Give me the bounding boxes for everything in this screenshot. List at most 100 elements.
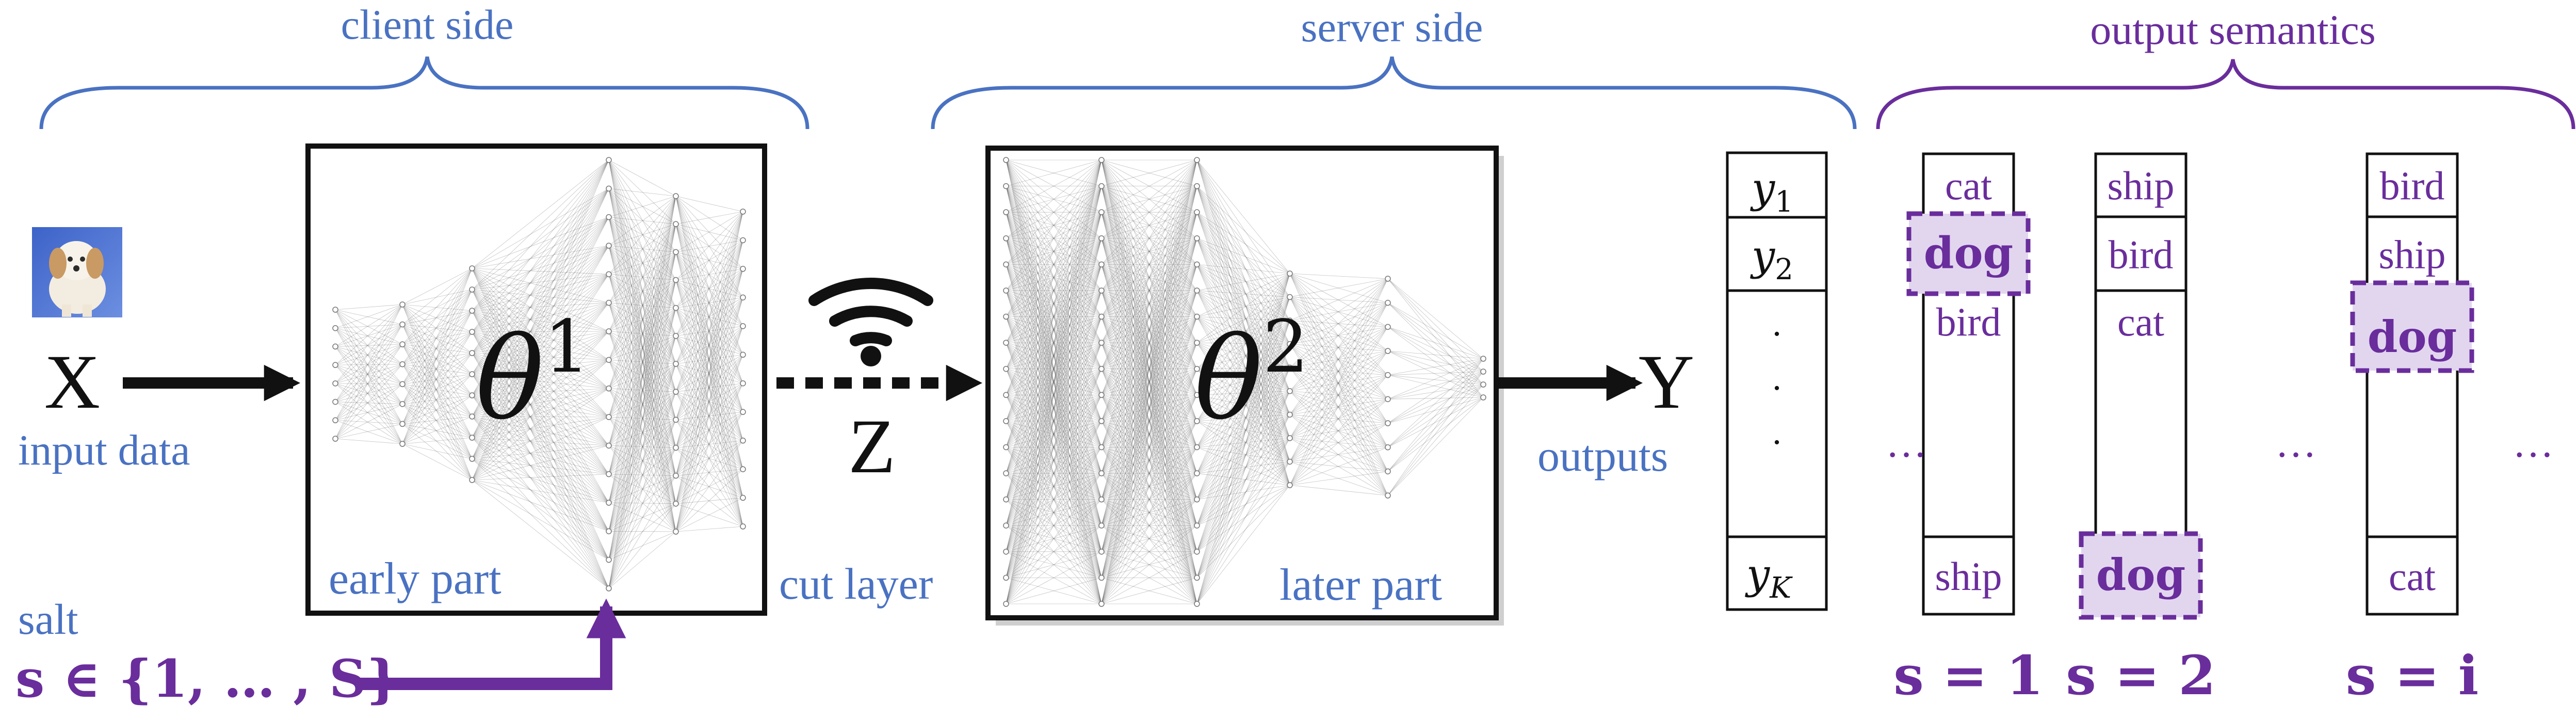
network-node [1003,444,1009,451]
network-edge [472,217,609,417]
network-edge [1006,264,1102,422]
network-edge [472,159,609,438]
network-edge [1006,395,1102,604]
transfer-symbol: Z [848,404,896,489]
network-edge [675,440,743,448]
network-edge [1101,369,1197,447]
network-edge [1101,212,1197,447]
network-edge [608,280,676,532]
network-edge [402,404,473,417]
network-edge [1006,369,1102,526]
network-edge [472,395,609,589]
network-edge [1196,369,1290,486]
network-node [1003,418,1009,424]
network-edge [1387,278,1484,359]
network-edge [472,331,609,589]
network-edge [1387,326,1484,372]
network-edge [1289,344,1388,472]
output-symbol: Y [1639,339,1694,425]
network-node [740,409,746,415]
network-edge [472,289,609,532]
network-edge [1006,159,1102,343]
network-edge [1196,212,1290,368]
network-edge [472,331,609,418]
network-edge [472,245,609,332]
network-edge [608,223,676,246]
network-edge [1006,473,1102,500]
network-edge [608,159,676,336]
network-edge [675,383,743,476]
network-edge [1289,344,1388,496]
network-edge [675,326,743,476]
network-edge [1101,159,1197,213]
network-edge [1101,473,1197,526]
network-edge [1101,525,1197,578]
network-edge [1387,397,1484,399]
network-edge [1101,238,1197,552]
network-edge [402,268,473,385]
network-edge [675,411,743,476]
network-node [673,361,679,367]
client-side-label: client side [341,1,514,48]
network-edge [675,211,743,280]
network-edge [608,445,676,532]
network-edge [608,417,676,420]
network-edge [1101,212,1197,317]
semantic-caption: s = 2 [2066,644,2215,707]
network-edge [472,302,609,375]
network-edge [1006,238,1102,291]
network-edge [1289,398,1388,439]
network-edge [1006,186,1102,474]
network-edge [1196,414,1290,422]
salt-arrow [356,598,626,690]
network-node [399,321,406,328]
network-edge [1289,326,1388,345]
network-edge [1196,320,1290,447]
network-edge [1196,212,1290,439]
network-edge [1006,186,1102,422]
network-edge [1006,525,1102,578]
network-edge [1006,212,1102,265]
client-parameter-theta: θ1 [476,305,590,445]
network-edge [472,310,609,503]
network-edge [1006,238,1102,474]
network-edge [1101,369,1197,552]
network-edge [1101,212,1197,369]
network-edge [1006,212,1102,239]
network-edge [1196,297,1290,526]
network-edge [335,304,403,365]
network-node [1194,392,1200,398]
network-edge [675,469,743,476]
network-edge [1101,342,1197,526]
network-edge [1101,212,1197,239]
network-edge [675,355,743,448]
network-edge [1289,398,1388,415]
network-edge [608,302,676,364]
network-edge [472,310,609,532]
network-edge [1006,238,1102,343]
network-edge [335,364,403,365]
network-edge [608,280,676,332]
network-edge [608,360,676,420]
network-edge [1196,186,1290,297]
network-edge [1101,186,1197,474]
network-node [1003,496,1009,503]
output-yK: yK [1745,550,1793,605]
network-edge [335,309,403,365]
network-edge [1006,290,1102,447]
network-edge [1101,499,1197,604]
network-edge [1006,525,1102,604]
network-edge [608,159,676,197]
network-edge [1101,290,1197,526]
semantic-label-cat: cat [2117,299,2164,344]
network-edge [1101,369,1197,474]
semantic-label-cat: cat [1945,163,1992,208]
network-edge [608,363,676,474]
network-edge [1196,391,1290,552]
network-edge [1196,344,1290,370]
network-edge [608,196,676,418]
network-edge [1006,447,1102,526]
client-side-brace [39,56,809,130]
network-edge [1387,384,1484,448]
network-edge [472,359,609,375]
